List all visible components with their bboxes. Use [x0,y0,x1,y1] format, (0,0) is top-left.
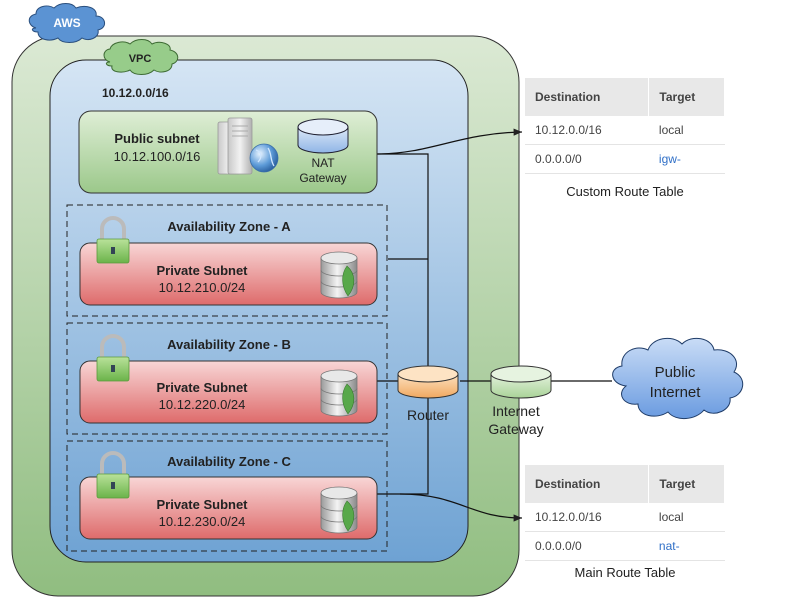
zone-b-subnet-cidr: 10.12.220.0/24 [159,397,246,412]
lock-icon [96,334,130,382]
custom-route-arrow [376,128,523,155]
route-destination: 10.12.0.0/16 [525,116,649,145]
database-icon [320,251,358,299]
connector-lines [376,128,612,522]
main-route-table-caption: Main Route Table [574,565,676,580]
table-row: 0.0.0.0/0 igw- [525,144,725,174]
column-header-target: Target [648,78,725,116]
zone-c-title: Availability Zone - C [167,454,291,469]
column-header-destination: Destination [525,465,650,503]
lock-icon [96,216,130,264]
zone-a-title: Availability Zone - A [167,219,291,234]
web-server-icon [217,117,279,175]
zone-a-subnet-cidr: 10.12.210.0/24 [159,280,246,295]
table-row: 0.0.0.0/0 nat- [525,531,725,561]
custom-route-table-caption: Custom Route Table [566,184,684,199]
lock-icon [96,451,130,499]
route-destination: 0.0.0.0/0 [525,144,649,174]
route-target-link[interactable]: nat- [648,531,725,561]
nat-gateway-icon [297,118,349,154]
public-subnet-cidr: 10.12.100.0/16 [114,149,201,164]
database-icon [320,486,358,534]
aws-label: AWS [53,16,80,30]
route-destination: 10.12.0.0/16 [525,503,649,532]
router-label: Router [407,407,449,423]
internet-gateway-label-line2: Gateway [488,421,543,437]
zone-a-subnet-title: Private Subnet [156,263,248,278]
availability-zone-a: Availability Zone - A Private Subnet 10.… [66,204,388,317]
nat-gateway-label-line1: NAT [311,156,335,170]
zone-b-title: Availability Zone - B [167,337,291,352]
route-destination: 0.0.0.0/0 [525,531,649,561]
public-subnet: Public subnet 10.12.100.0/16 NAT Gateway [78,110,378,194]
public-internet-label-line1: Public [655,364,696,381]
private-subnet-b [79,360,378,424]
table-row: 10.12.0.0/16 local [525,116,725,145]
aws-cloud: AWS [28,3,105,43]
route-target-link[interactable]: igw- [648,144,725,174]
zone-c-subnet-cidr: 10.12.230.0/24 [159,514,246,529]
database-icon [320,369,358,417]
internet-gateway-icon [490,365,552,399]
availability-zone-c: Availability Zone - C Private Subnet 10.… [66,440,388,552]
public-subnet-title: Public subnet [114,131,200,146]
route-target: local [648,116,725,145]
availability-zone-b: Availability Zone - B Private Subnet 10.… [66,322,388,435]
route-target: local [648,503,725,532]
column-header-destination: Destination [525,78,650,116]
main-route-arrow [399,493,523,522]
main-route-table: Destination Target 10.12.0.0/16 local 0.… [525,465,725,580]
nat-gateway-label-line2: Gateway [299,171,346,185]
public-internet-label-line2: Internet [650,384,702,401]
custom-route-table: Destination Target 10.12.0.0/16 local 0.… [525,78,725,199]
public-internet-cloud [612,337,744,419]
private-subnet-a [79,242,378,306]
vpc-cidr: 10.12.0.0/16 [102,86,169,100]
table-row: 10.12.0.0/16 local [525,503,725,532]
zone-c-subnet-title: Private Subnet [156,497,248,512]
internet-gateway-label-line1: Internet [492,403,540,419]
vpc-cloud: VPC [103,39,179,75]
column-header-target: Target [648,465,725,503]
vpc-label: VPC [129,53,152,65]
zone-b-subnet-title: Private Subnet [156,380,248,395]
private-subnet-c [79,476,378,540]
router-icon [397,365,459,399]
